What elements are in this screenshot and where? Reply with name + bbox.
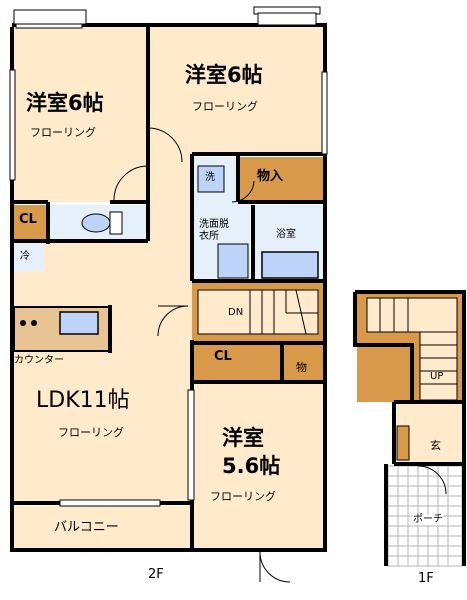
bathtub [261,251,319,279]
counter-label: カウンター [14,355,64,366]
stairs-up-label: UP [430,371,444,382]
room-se-name-2: 5.6帖 [222,454,281,478]
fridge-label: 冷 [20,251,30,262]
closet-nw-floor [14,205,48,241]
small-storage-floor [283,343,323,382]
sink [59,311,99,335]
stairs-1f [366,297,458,401]
closet-mid-label: CL [214,349,232,364]
shoe-box [396,425,410,461]
toilet-tank [109,211,123,235]
floor1-label: 1F [418,571,434,586]
closet-nw-label: CL [19,212,37,227]
windows-2f [9,6,328,507]
ldk-floor [14,241,192,503]
ldk-floor-type: フローリング [58,426,124,439]
entrance-label: 玄 [430,439,441,452]
stove-1 [20,320,26,326]
storage-floor [238,157,323,202]
stairs-2f [197,289,319,335]
closet-mid-floor [192,343,282,382]
balcony-floor [14,506,192,548]
washbasin-mark: 洗 [205,172,215,183]
fridge-floor [14,241,44,271]
balcony-label: バルコニー [54,520,119,535]
bathroom-label: 浴室 [276,229,296,240]
room-ne-floor-type: フローリング [192,100,258,113]
washroom-label: 洗面脱 衣所 [199,219,229,242]
room-se-floor-type: フローリング [210,490,276,503]
walls-1f [353,290,466,566]
toilet-bowl [81,213,111,233]
room-se-name-1: 洋室 [222,426,264,450]
porch-label: ポーチ [413,514,443,525]
entry-door-swing [417,465,447,495]
floor2-label: 2F [148,567,164,582]
washing-machine [217,243,249,279]
room-ne-name: 洋室6帖 [185,63,263,87]
room-se-floor [192,382,323,549]
stairs-dn-label: DN [228,307,244,318]
room-ne-floor [148,27,323,154]
washbasin [197,165,225,193]
storage-label: 物入 [257,169,284,184]
room-nw-name: 洋室6帖 [26,91,104,115]
door-swings-2f [113,127,291,583]
small-storage-label: 物 [296,361,307,374]
ldk-name: LDK11帖 [36,388,130,413]
room-nw-floor [14,27,148,202]
room-nw-floor-type: フローリング [30,126,96,139]
stove-2 [31,320,37,326]
